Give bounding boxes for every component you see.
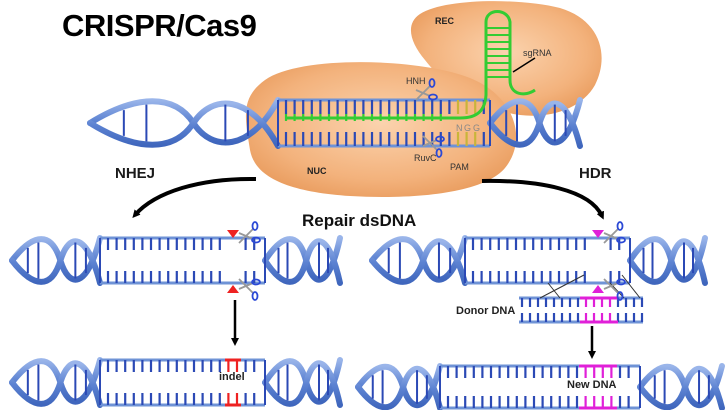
scissor-handle [616,291,624,301]
sgrna-label: sgRNA [523,48,552,58]
helix-strand [627,238,708,286]
scissor-handle [428,93,438,101]
donor-dna-label: Donor DNA [456,305,516,317]
scissor-handle [616,236,626,244]
helix-strand [9,360,103,408]
title: CRISPR/Cas9 [62,8,257,43]
scissor-handle [435,135,445,143]
nhej-result-dna [9,357,343,408]
hdr-label: HDR [579,165,612,182]
ruvc-label: RuvC [414,153,437,163]
scissor-blade [415,89,431,97]
scissor-handle [251,221,259,231]
target-dna [87,97,583,149]
pam-label: PAM [450,162,469,172]
cut-marker-bottom [592,285,604,293]
hdr-arrow [481,178,604,220]
cut-marker-bottom [227,285,239,293]
helix-strand [87,100,281,149]
hdr-result-dna [355,363,725,410]
crossover-line [621,274,641,299]
helix-strand [369,238,468,286]
scissor-blade [238,282,254,290]
nhej-scissors-top-icon [238,221,261,244]
helix-strand [9,238,103,286]
scissor-handle [251,278,261,286]
crossover-line [539,274,585,299]
cas9-protein [245,1,602,197]
scissor-blade [603,282,619,290]
scissor-blade [422,139,438,147]
indel-label: indel [219,371,245,383]
hnh-scissors-icon [415,78,438,101]
hdr-scissors-top-icon [603,221,626,244]
scissor-handle [251,236,261,244]
hdr-scissors-bottom-icon [603,278,626,301]
scissor-handle [428,78,436,88]
scissor-handle [616,221,624,231]
scissor-handle [616,278,626,286]
pam-seq-n: N [456,123,463,133]
nhej-cut-dna [9,235,343,286]
cut-marker-top [227,230,239,238]
scissor-blade [603,232,619,240]
nuc-label: NUC [307,166,327,176]
scissor-handle [251,291,259,301]
pam-seq-g1: G [464,123,472,133]
nhej-label: NHEJ [115,165,156,182]
scissor-handle [435,148,443,158]
sgrna-hairpin-rungs [486,27,510,78]
helix-strand [487,100,583,149]
nuc-lobe [245,62,517,197]
donor-dna [519,274,644,324]
pam-seq-g2: G [473,123,481,133]
crossover-line [547,282,561,299]
helix-strand [355,365,443,410]
ruvc-scissors-icon [422,135,445,158]
cut-marker-top [592,230,604,238]
hdr-cut-dna [369,235,708,286]
hnh-label: HNH [406,76,426,86]
helix-strand [262,360,343,408]
nhej-arrow [132,176,257,219]
repair-dsdna-label: Repair dsDNA [302,211,417,230]
sgrna [286,10,536,120]
sgrna-pointer [512,57,536,73]
nhej-scissors-bottom-icon [238,278,261,301]
rec-label: REC [435,16,455,26]
new-dna-label: New DNA [567,379,617,391]
scissor-blade [238,232,254,240]
helix-strand [262,238,343,286]
helix-strand [637,365,725,410]
